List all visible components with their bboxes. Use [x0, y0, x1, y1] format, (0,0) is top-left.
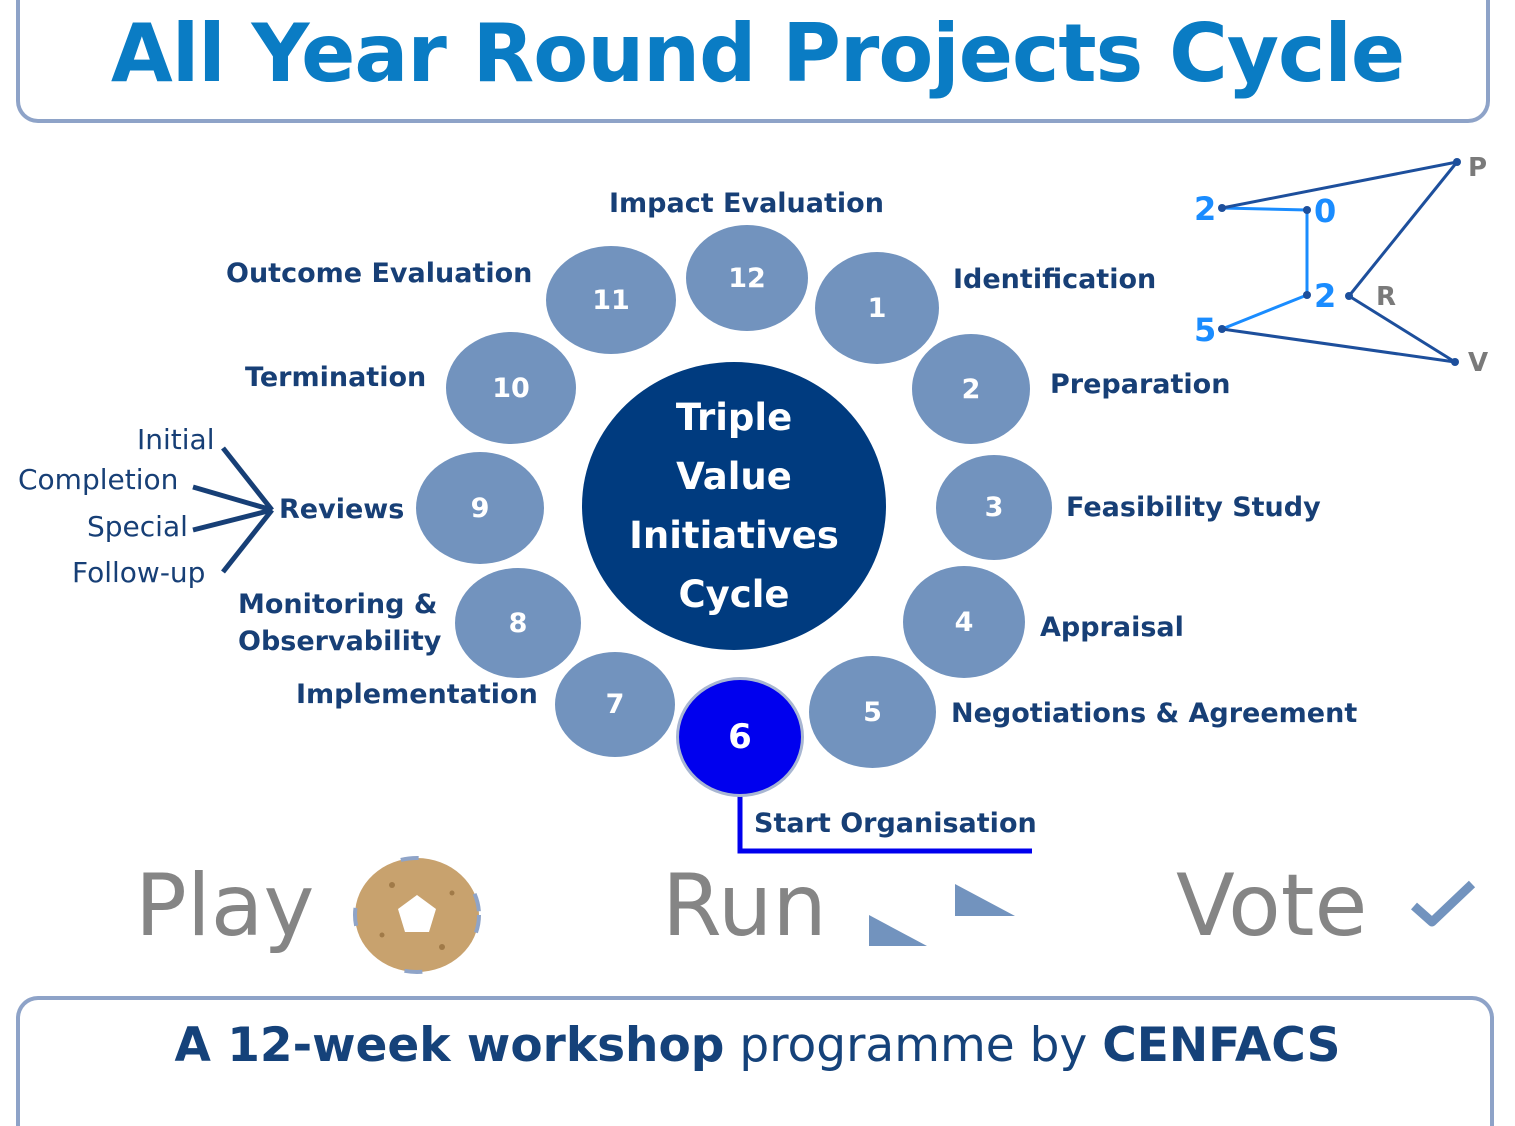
- step-node-7[interactable]: 7: [555, 652, 675, 757]
- footer-frame: [16, 996, 1494, 1126]
- step-label-12: Impact Evaluation: [609, 188, 884, 219]
- center-line-4: Cycle: [678, 573, 790, 616]
- checkmark-icon[interactable]: [1410, 878, 1476, 928]
- year-digit-4: 5: [1194, 311, 1217, 349]
- step-node-10[interactable]: 10: [446, 332, 576, 444]
- step-label-8b: Observability: [238, 626, 442, 657]
- step-label-7: Implementation: [296, 679, 538, 710]
- step-label-3: Feasibility Study: [1066, 492, 1321, 523]
- center-line-1: Triple: [675, 396, 793, 439]
- ring-icon[interactable]: [352, 855, 482, 975]
- step-node-5[interactable]: 5: [809, 656, 936, 768]
- steps-icon[interactable]: [865, 880, 1025, 950]
- page-title: All Year Round Projects Cycle: [110, 7, 1405, 100]
- center-line-2: Value: [676, 455, 792, 498]
- letter-v: V: [1468, 348, 1489, 378]
- footer-part-1: A 12-week workshop: [174, 1018, 725, 1073]
- step-label-8: Monitoring &: [238, 589, 438, 620]
- step-node-6[interactable]: 6: [676, 677, 804, 797]
- step-node-3[interactable]: 3: [936, 455, 1052, 560]
- letter-p: P: [1468, 153, 1488, 183]
- step-label-2: Preparation: [1050, 369, 1231, 400]
- step-node-8[interactable]: 8: [455, 568, 581, 678]
- step-label-10: Termination: [245, 362, 427, 393]
- step-node-4[interactable]: 4: [903, 566, 1025, 678]
- footer-text: A 12-week workshop programme by CENFACS: [0, 1016, 1515, 1076]
- review-type-follow-up: Follow-up: [72, 556, 206, 589]
- play-label[interactable]: Play: [135, 856, 315, 956]
- year-digit-2: 0: [1314, 192, 1337, 230]
- footer-part-2: programme by: [724, 1018, 1103, 1073]
- run-label[interactable]: Run: [662, 856, 827, 956]
- year-digit-3: 2: [1314, 277, 1337, 315]
- step-label-11: Outcome Evaluation: [226, 258, 533, 289]
- step-node-12[interactable]: 12: [686, 225, 808, 331]
- center-line-3: Initiatives: [629, 514, 839, 557]
- year-digit-1: 2: [1194, 190, 1217, 228]
- step-node-11[interactable]: 11: [546, 246, 676, 354]
- letter-r: R: [1376, 282, 1397, 312]
- step-label-4: Appraisal: [1040, 612, 1184, 643]
- review-type-completion: Completion: [18, 463, 179, 496]
- step-label-6: Start Organisation: [754, 808, 1037, 839]
- step-node-1[interactable]: 1: [815, 252, 939, 364]
- step-node-9[interactable]: 9: [416, 452, 544, 564]
- step-node-2[interactable]: 2: [912, 334, 1030, 444]
- review-type-special: Special: [87, 510, 188, 543]
- step-label-5: Negotiations & Agreement: [951, 698, 1358, 729]
- step-label-1: Identification: [953, 264, 1157, 295]
- vote-label[interactable]: Vote: [1176, 856, 1368, 956]
- footer-part-3: CENFACS: [1102, 1018, 1341, 1073]
- center-hub: Triple Value Initiatives Cycle: [582, 362, 886, 650]
- title-frame: [16, 0, 1490, 123]
- step-label-9: Reviews: [279, 494, 405, 525]
- review-type-initial: Initial: [137, 423, 215, 456]
